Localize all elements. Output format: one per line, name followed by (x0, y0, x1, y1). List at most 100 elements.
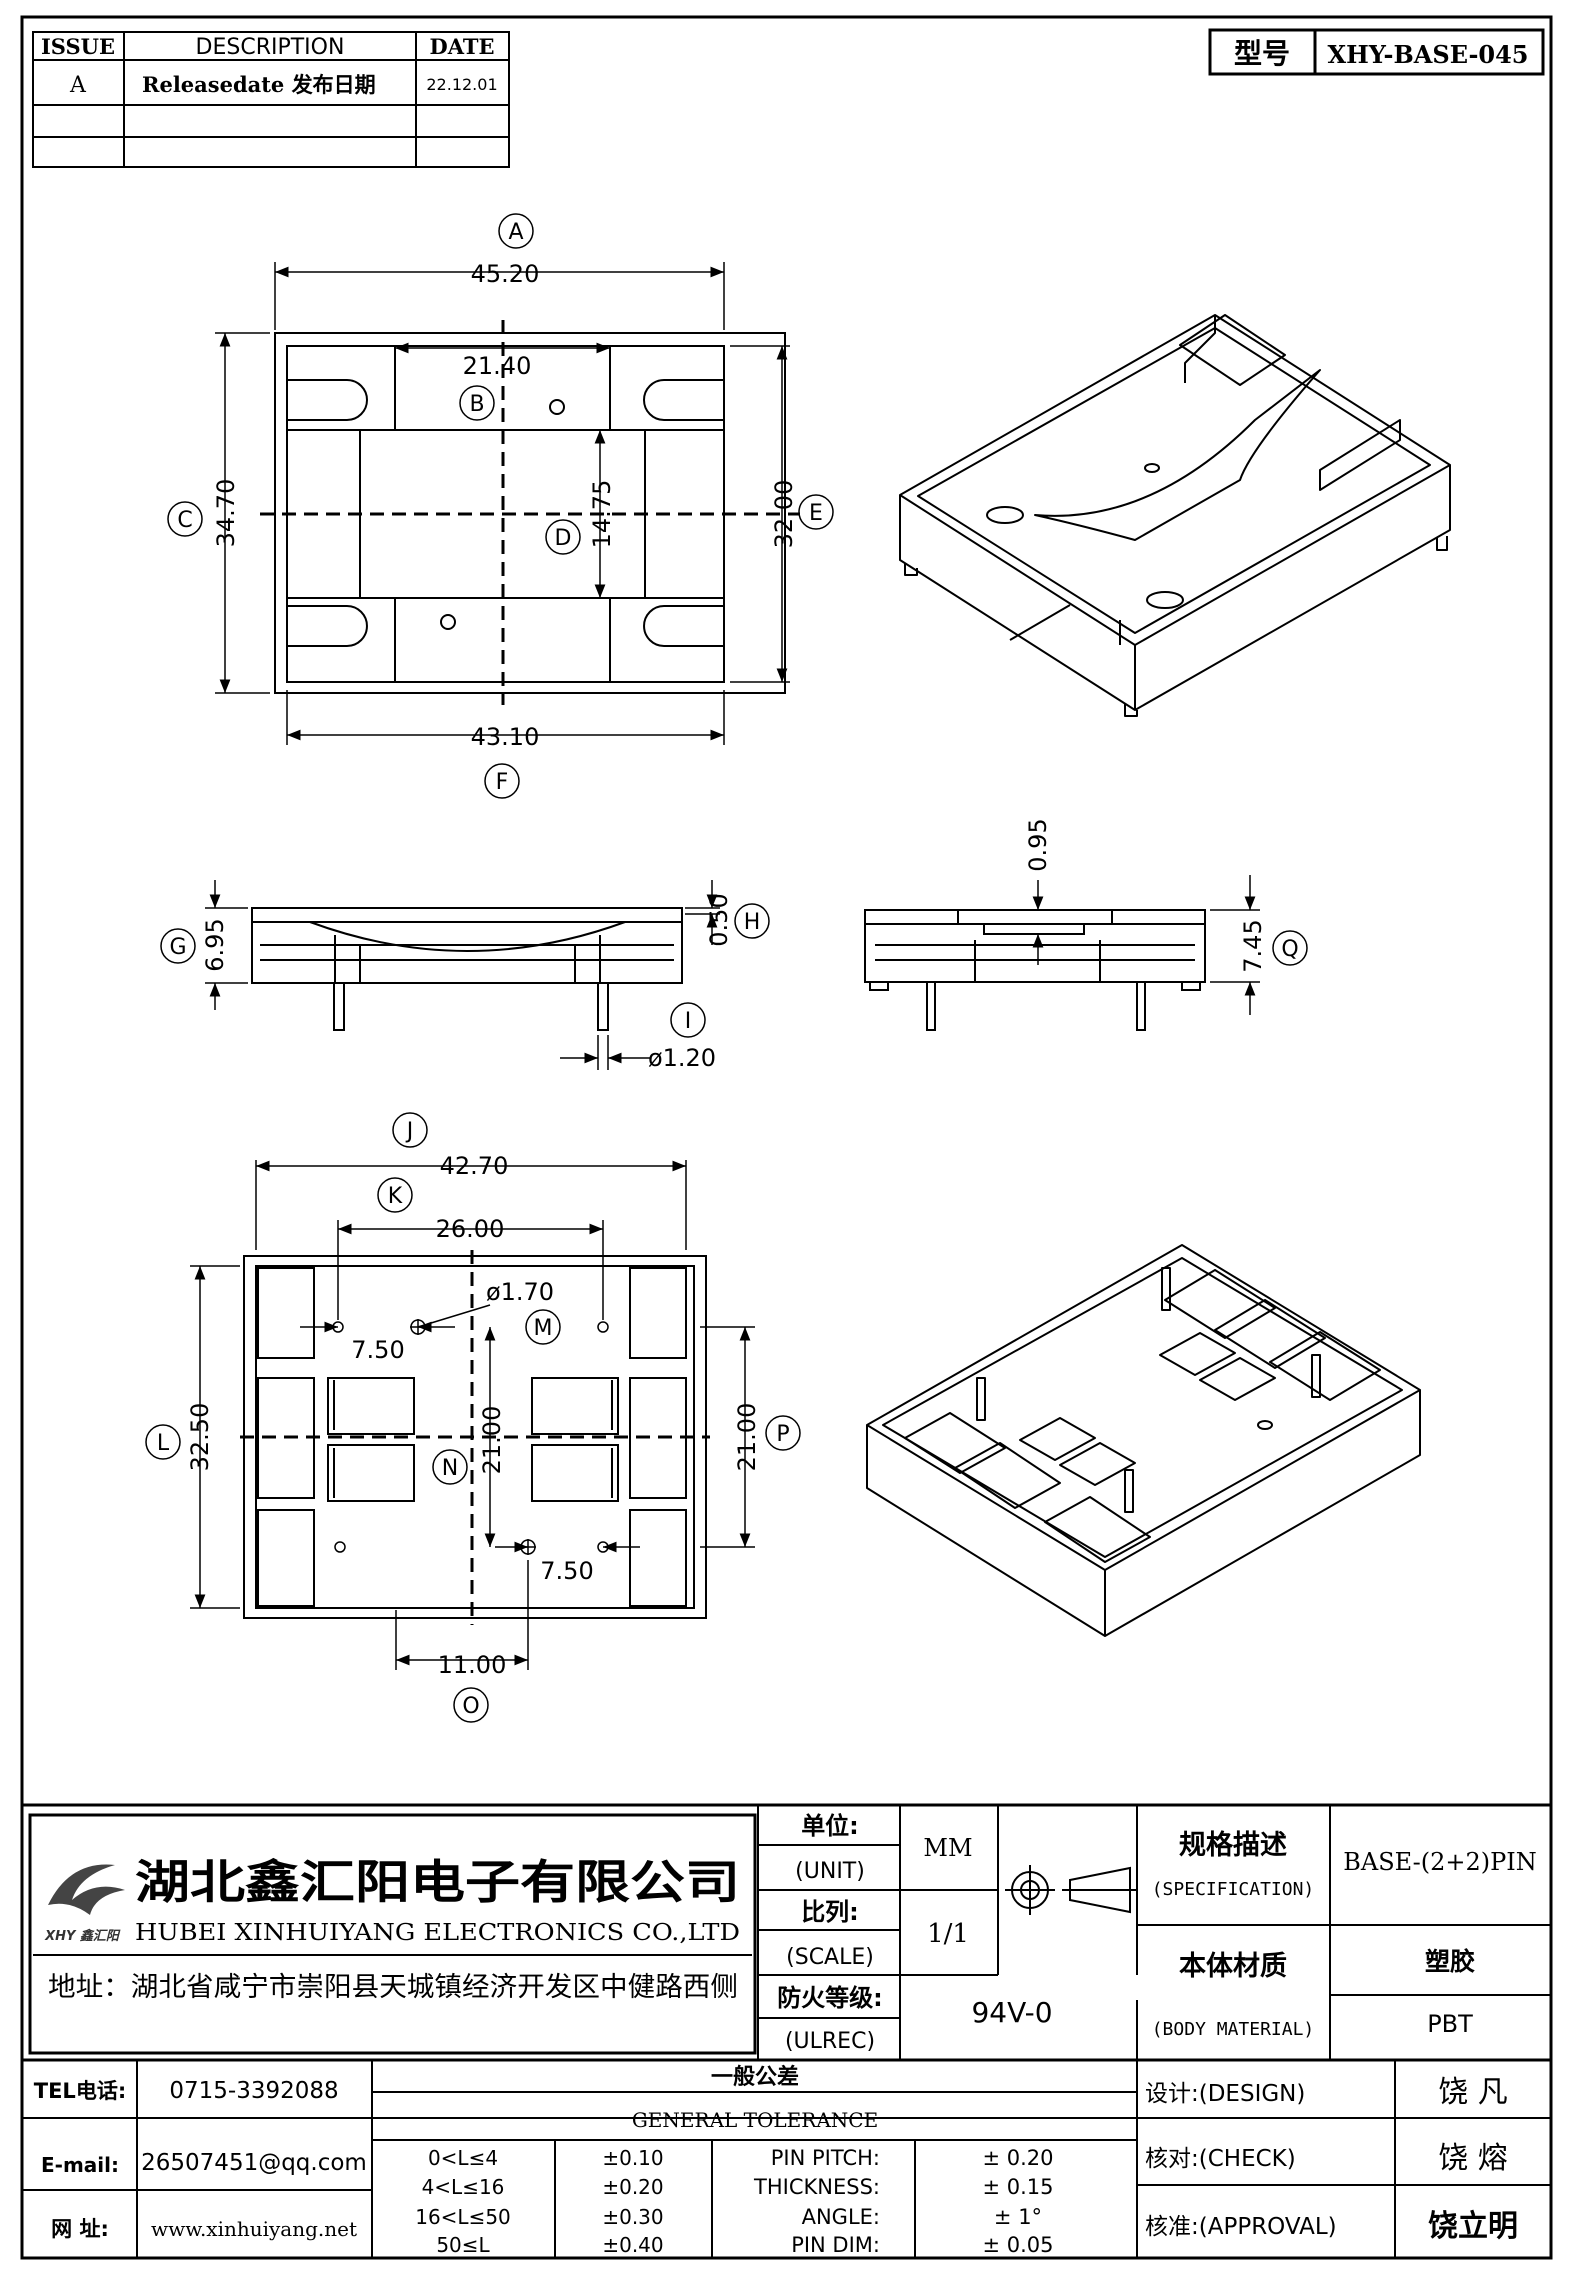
dim-Q: 7.45 (1239, 919, 1267, 972)
dim-C: 34.70 (212, 479, 240, 548)
marker-G: G (169, 935, 186, 960)
top-view-markers (167, 213, 834, 799)
title-block-lines (22, 1803, 1551, 2062)
spec-cn-label: 规格描述 (1179, 1830, 1287, 1861)
side-view-dimension-lines (1032, 875, 1260, 1015)
unit-value: MM (923, 1834, 972, 1862)
marker-F: F (496, 770, 509, 795)
spec-value: BASE-(2+2)PIN (1343, 1848, 1537, 1876)
revision-description-value: Releasedate 发布日期 (142, 72, 376, 97)
pin-dim-label: PIN DIM: (791, 2233, 880, 2257)
dim-O: 11.00 (438, 1651, 507, 1679)
front-view-dimension-lines (205, 880, 720, 1070)
unit-cn-label: 单位: (801, 1812, 859, 1840)
marker-A: A (508, 220, 523, 245)
model-value: XHY-BASE-045 (1327, 40, 1528, 69)
bottom-view-markers (145, 1112, 801, 1723)
marker-Q: Q (1281, 937, 1298, 962)
dim-N: 21.00 (478, 1406, 506, 1475)
dim-G: 6.95 (201, 918, 229, 971)
approve-label: 核准:(APPROVAL) (1145, 2214, 1337, 2240)
tel-label: TEL电话: (34, 2079, 126, 2103)
tolerance-value-4: ±0.40 (602, 2233, 663, 2257)
tolerance-value-2: ±0.20 (602, 2175, 663, 2199)
front-view-markers (160, 903, 770, 1038)
marker-B: B (469, 392, 484, 417)
bottom-view-dimension-lines (190, 1160, 755, 1670)
design-name: 饶 凡 (1438, 2075, 1508, 2110)
tolerance-value-1: ±0.10 (602, 2146, 663, 2170)
revision-issue-value: A (69, 73, 87, 98)
approve-name: 饶立明 (1428, 2209, 1518, 2244)
top-view-dimension-lines (215, 262, 790, 745)
dim-D: 14.75 (588, 480, 616, 549)
company-name-en: HUBEI XINHUIYANG ELECTRONICS CO.,LTD (135, 1920, 740, 1946)
tolerance-specs: PIN PITCH: THICKNESS: ANGLE: PIN DIM: ± … (753, 2146, 1053, 2257)
scale-cn-label: 比列: (801, 1898, 859, 1926)
dim-L: 32.50 (186, 1403, 214, 1472)
dim-A: 45.20 (471, 260, 540, 288)
revision-header-date: DATE (430, 34, 495, 59)
marker-O: O (462, 1694, 479, 1719)
dim-E: 32.00 (770, 480, 798, 549)
company-name-cn: 湖北鑫汇阳电子有限公司 (135, 1855, 740, 1909)
material-value: PBT (1427, 2010, 1473, 2038)
check-label: 核对:(CHECK) (1145, 2146, 1296, 2172)
model-label: 型号 (1234, 37, 1290, 70)
angle-value: ± 1° (994, 2205, 1042, 2229)
dim-pitch-bottom: 7.50 (540, 1557, 593, 1585)
pin-pitch-value: ± 0.20 (982, 2146, 1053, 2170)
front-view (251, 907, 683, 1031)
model-box (1208, 28, 1545, 76)
pin-dim-value: ± 0.05 (982, 2233, 1053, 2257)
scale-en-label: (SCALE) (786, 1945, 874, 1970)
web-value: www.xinhuiyang.net (151, 2217, 357, 2241)
thickness-value: ± 0.15 (982, 2175, 1053, 2199)
dim-pitch-top: 7.50 (351, 1336, 404, 1364)
projection-symbol-icon (1005, 1865, 1137, 1915)
marker-K: K (388, 1184, 403, 1209)
pin-pitch-label: PIN PITCH: (771, 2146, 880, 2170)
dim-J: 42.70 (440, 1152, 509, 1180)
marker-J: J (405, 1119, 414, 1144)
side-view (864, 909, 1206, 1031)
tolerance-range-3: 16<L≤50 (415, 2205, 511, 2229)
tolerance-range-1: 0<L≤4 (428, 2146, 498, 2170)
revision-date-value: 22.12.01 (426, 75, 497, 94)
thickness-label: THICKNESS: (753, 2175, 880, 2199)
bottom-grid-lines (22, 2060, 1551, 2258)
spec-en-label: (SPECIFICATION) (1152, 1879, 1315, 1900)
revision-header-description: DESCRIPTION (196, 35, 345, 60)
tolerance-range-4: 50≤L (436, 2233, 490, 2257)
material-cn-label: 本体材质 (1179, 1951, 1287, 1982)
top-view-centerlines (260, 320, 800, 705)
revision-header-issue: ISSUE (41, 34, 115, 59)
email-value: 26507451@qq.com (141, 2150, 367, 2176)
fire-cn-label: 防火等级: (777, 1984, 883, 2012)
web-label: 网 址: (51, 2217, 109, 2241)
dim-B: 21.40 (463, 352, 532, 380)
dim-P: 21.00 (733, 1403, 761, 1472)
scale-value: 1/1 (927, 1919, 969, 1949)
email-label: E-mail: (41, 2153, 119, 2177)
marker-D: D (555, 526, 572, 551)
marker-E: E (809, 501, 823, 526)
dim-K: 26.00 (436, 1215, 505, 1243)
design-label: 设计:(DESIGN) (1145, 2081, 1305, 2107)
fire-value: 94V-0 (971, 1996, 1052, 2029)
fire-en-label: (ULREC) (785, 2029, 875, 2054)
tolerance-value-3: ±0.30 (602, 2205, 663, 2229)
marker-M: M (534, 1316, 553, 1341)
unit-en-label: (UNIT) (795, 1859, 865, 1884)
bottom-view-centerlines (240, 1250, 710, 1625)
angle-label: ANGLE: (802, 2205, 880, 2229)
isometric-view-top (899, 314, 1451, 717)
top-view (274, 332, 786, 694)
marker-I: I (685, 1009, 692, 1034)
marker-L: L (157, 1431, 170, 1456)
marker-H: H (744, 910, 761, 935)
tel-value: 0715-3392088 (169, 2078, 338, 2104)
marker-circle-Q (1272, 930, 1308, 966)
marker-N: N (442, 1456, 458, 1481)
